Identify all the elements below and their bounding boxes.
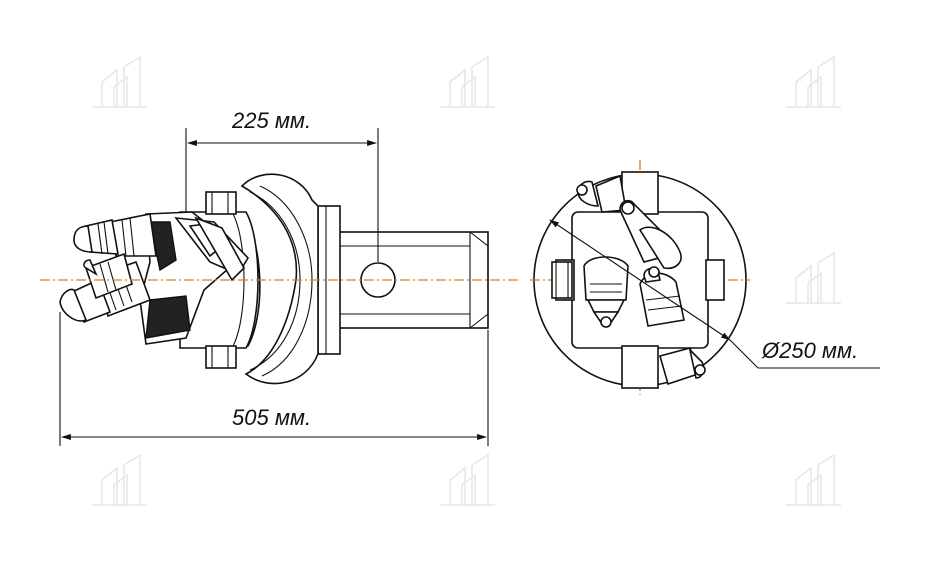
dimension-total-length: 505 мм. — [59, 312, 489, 446]
side-view — [40, 173, 520, 385]
watermark-logo-icon — [440, 453, 495, 506]
dimension-diameter: Ø250 мм. — [549, 219, 880, 369]
cutter-holders — [139, 211, 250, 345]
front-bolt-left — [551, 261, 573, 299]
watermark-logo-icon — [786, 453, 841, 506]
cutter-tooth-upper — [73, 213, 157, 257]
watermark-logo-icon — [92, 55, 147, 108]
watermark-logo-icon — [92, 453, 147, 506]
cutter-tooth-middle — [83, 252, 133, 300]
diameter-label: Ø250 мм. — [761, 338, 858, 363]
total-length-label: 505 мм. — [232, 405, 311, 430]
front-view — [530, 160, 750, 395]
watermark-logo-icon — [786, 251, 841, 304]
watermark-logo-icon — [440, 55, 495, 108]
dimension-holder-length: 225 мм. — [185, 108, 379, 262]
holder-length-label: 225 мм. — [231, 108, 311, 133]
watermark-logo-icon — [786, 55, 841, 108]
front-cutter-bottom-right — [659, 347, 706, 386]
front-cutter-top-left — [576, 174, 627, 213]
